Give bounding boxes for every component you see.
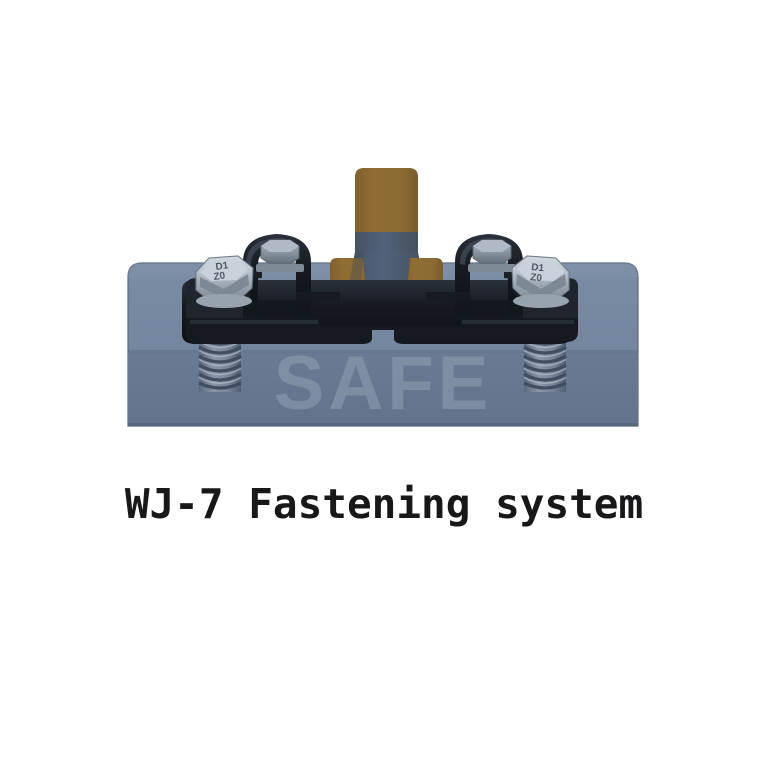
clip-right-highlight <box>460 238 498 265</box>
nut-right-top-face <box>517 259 565 281</box>
nut-right-marking-line2: Z0 <box>530 272 543 284</box>
nut-left-marking-line1: D1 <box>215 260 230 273</box>
hex-bolt-right <box>468 239 516 272</box>
rail-head <box>355 168 418 232</box>
hex-nut-right: D1 Z0 <box>511 255 570 308</box>
baseplate-bottom-edge <box>128 423 638 427</box>
nut-left-chamfer <box>200 274 249 299</box>
bolt-left-washer <box>256 264 304 272</box>
bolt-right-top-face <box>473 240 511 252</box>
casting-skirt <box>186 318 578 344</box>
casting-skirt-highlight-right <box>462 320 574 324</box>
nut-left-base-ring <box>196 294 252 308</box>
clip-left-heel <box>243 300 311 318</box>
rail-head-web-band <box>355 232 418 252</box>
nut-right-base-ring <box>513 294 569 308</box>
casting-skirt-highlight <box>190 320 318 324</box>
nut-left-top-face <box>200 259 248 281</box>
hex-nut-left: D1 Z0 <box>195 255 254 308</box>
clip-right-heel <box>455 300 523 318</box>
clip-left-highlight <box>246 238 286 265</box>
watermark-text: SAFE <box>274 341 493 426</box>
assembly-foreground-skirt <box>186 318 578 344</box>
nut-left-marking-line2: Z0 <box>213 270 227 283</box>
hex-bolt-left <box>256 239 304 272</box>
bolt-left-top-face <box>261 240 299 252</box>
figure-caption: WJ-7 Fastening system <box>124 480 644 528</box>
baseplate-band-edge <box>128 350 638 353</box>
nut-right-marking-line1: D1 <box>531 262 545 274</box>
bolt-right-washer <box>468 264 516 272</box>
